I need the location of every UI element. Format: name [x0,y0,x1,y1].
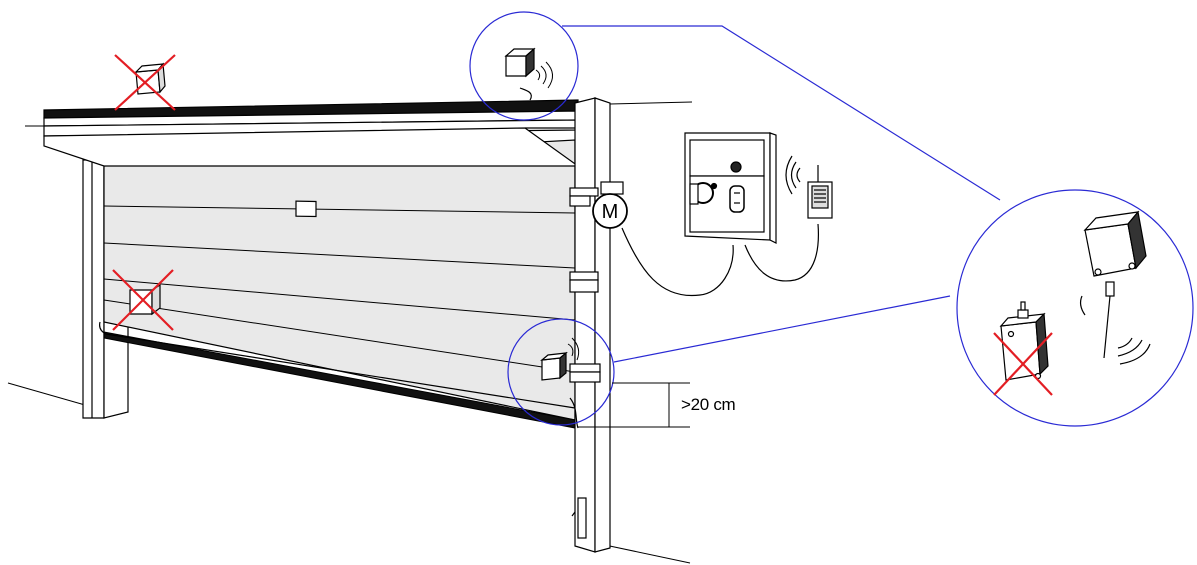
door-header [43,99,580,167]
forbidden-cross-icon [114,54,176,111]
callout-connectors [562,25,1001,363]
callout-circle-top [469,11,579,121]
cables [519,87,819,429]
forbidden-cross-icon [112,269,174,331]
distance-label: >20 cm [681,395,736,414]
ground-lines [7,101,693,564]
forbidden-cross-icon [993,332,1053,396]
right-door-post [569,97,611,553]
callout-circle-detail [956,189,1194,427]
motor-icon: M [592,181,628,229]
control-unit-icon [684,132,777,244]
door-handle [295,200,317,218]
motor-label: M [602,201,619,223]
sensor-box-icon [134,62,166,95]
garage-door-panel [99,139,576,429]
distance-dimension [578,382,690,428]
transmitter-icon [785,155,833,219]
callout-circle-bottom [507,318,615,426]
